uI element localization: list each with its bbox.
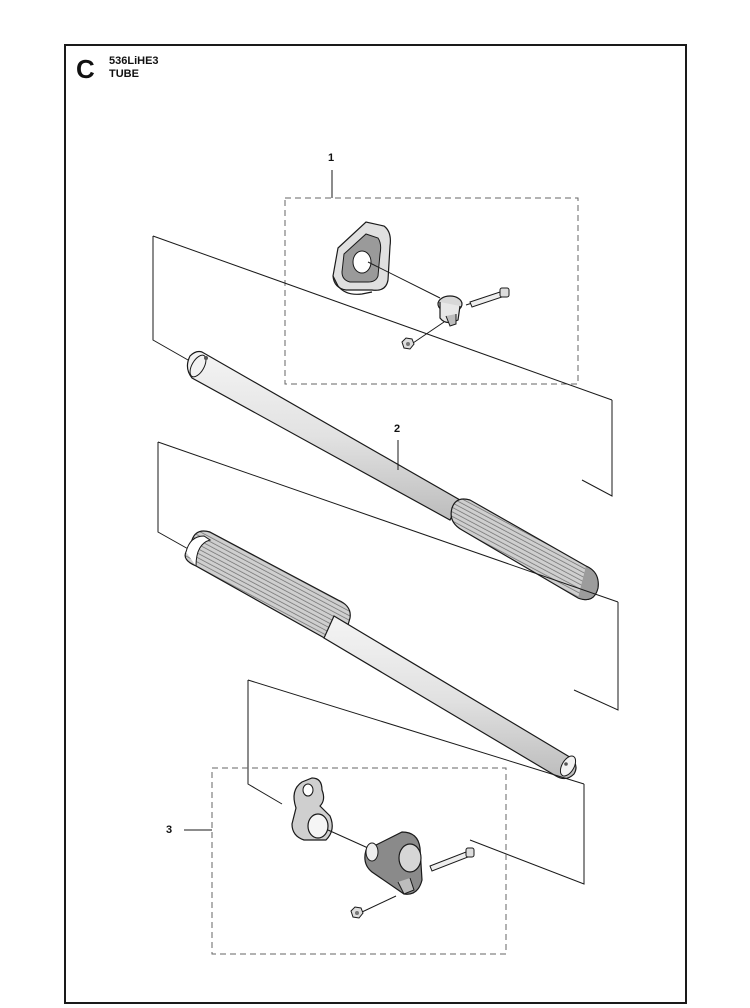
page-frame: [64, 44, 687, 1004]
group-3-assembly-box-top: [247, 679, 585, 785]
upper-assembly-box-left: [152, 236, 189, 361]
screw-part: [465, 287, 510, 308]
group-3-assembly-box-left: [247, 680, 283, 805]
upper-grip-part: [450, 498, 599, 601]
upper-assembly-box-right: [581, 400, 613, 497]
tube-bracket-part: [291, 777, 333, 841]
nut-part: [401, 321, 445, 350]
coupling-sleeve-part: [364, 831, 423, 895]
handle-guard-part: [332, 221, 391, 295]
callout-2: 2: [394, 423, 401, 435]
bracket-nut-part: [350, 895, 397, 919]
group-1-axis-line: [367, 261, 441, 299]
group-3-axis-line: [327, 829, 369, 849]
upper-tube-part: [186, 350, 461, 521]
group-3-dashed-box: [211, 767, 507, 955]
lower-assembly-box-top: [157, 441, 619, 603]
lower-assembly-box-left: [157, 442, 191, 551]
group-1-dashed-box: [284, 197, 579, 385]
clamp-ring-part: [437, 295, 463, 327]
callout-3: 3: [166, 824, 173, 836]
section-letter: C: [76, 54, 95, 84]
lower-grip-part: [184, 530, 351, 643]
upper-assembly-box-top: [152, 235, 613, 401]
bracket-screw-part: [429, 847, 475, 872]
lower-tube-part: [323, 615, 577, 780]
group-3-assembly-box-right: [469, 784, 585, 885]
callout-1: 1: [328, 152, 335, 164]
lower-assembly-box-right: [573, 602, 619, 711]
model-name: 536LiHE3: [109, 55, 159, 67]
section-title: TUBE: [109, 68, 139, 80]
